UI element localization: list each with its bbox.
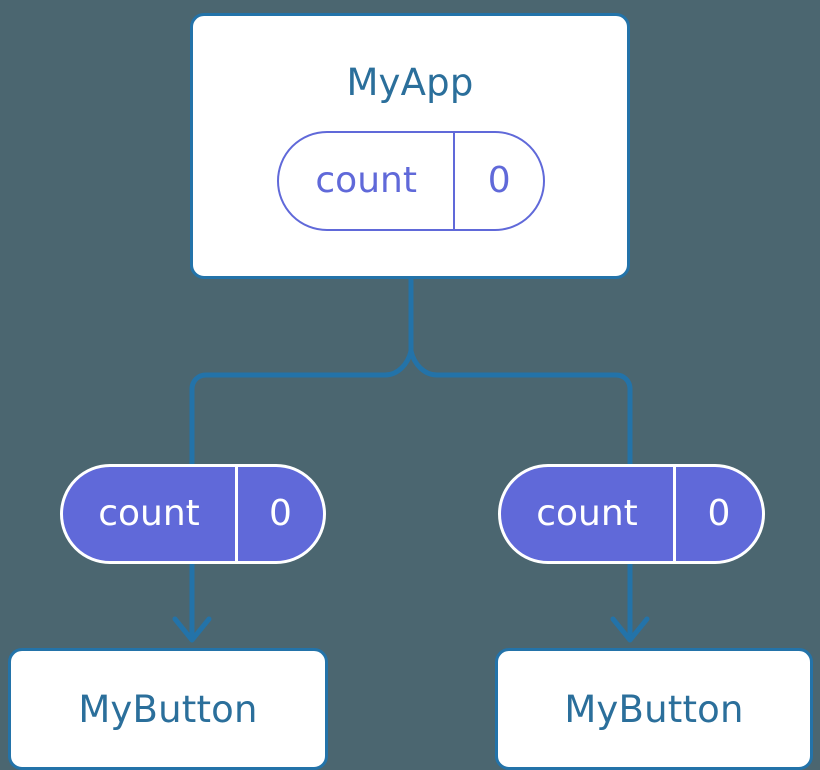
- component-title-mybutton: MyButton: [78, 687, 258, 731]
- component-title-mybutton: MyButton: [564, 687, 744, 731]
- component-title-myapp: MyApp: [346, 61, 474, 104]
- state-key-label: count: [536, 493, 638, 534]
- component-mybutton-left[interactable]: MyButton: [8, 648, 328, 770]
- state-key-label: count: [315, 160, 417, 201]
- state-pill-myapp[interactable]: count 0: [277, 131, 545, 231]
- arrow-down-icon-right: [610, 616, 650, 643]
- state-pill-child-left[interactable]: count 0: [60, 464, 326, 564]
- state-value-label: 0: [234, 467, 323, 561]
- branch-wire-right: [408, 348, 633, 467]
- branch-wire-left: [189, 348, 414, 467]
- arrow-down-icon-left: [172, 616, 212, 643]
- state-key-label: count: [98, 493, 200, 534]
- state-pill-child-right[interactable]: count 0: [498, 464, 765, 564]
- state-value-label: 0: [673, 467, 762, 561]
- state-value-label: 0: [453, 133, 543, 229]
- component-mybutton-right[interactable]: MyButton: [495, 648, 813, 770]
